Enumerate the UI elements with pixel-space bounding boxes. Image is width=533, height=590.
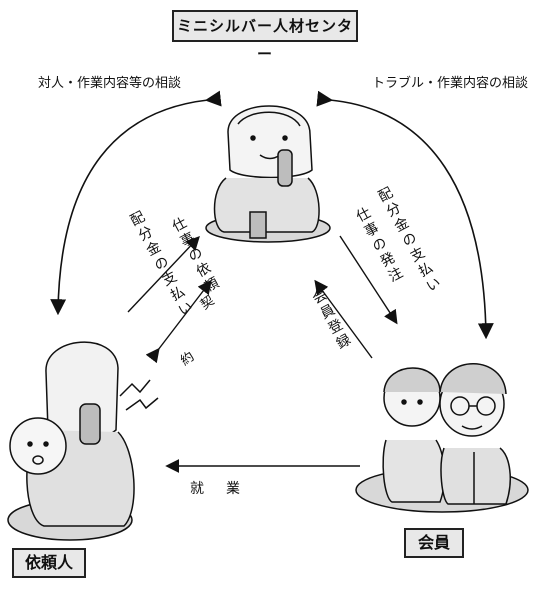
client-box: 依頼人 — [12, 548, 86, 578]
consult-right-label: トラブル・作業内容の相談 — [372, 76, 529, 91]
employment-label: 就業 — [190, 481, 262, 497]
member-box: 会員 — [404, 528, 464, 558]
member-illustration — [355, 363, 529, 513]
arrow-center-to-client — [50, 90, 222, 316]
center-title-box: ミニシルバー人材センター — [172, 10, 358, 63]
operator-illustration — [205, 105, 331, 243]
consult-left-label: 対人・作業内容等の相談 — [38, 76, 182, 91]
arrow-order-request — [127, 235, 200, 313]
client-illustration — [7, 341, 159, 541]
arrow-contract — [145, 279, 212, 364]
arrow-center-to-member — [316, 90, 494, 340]
arrow-work-order — [339, 235, 398, 325]
arrow-member-registration — [314, 279, 373, 359]
